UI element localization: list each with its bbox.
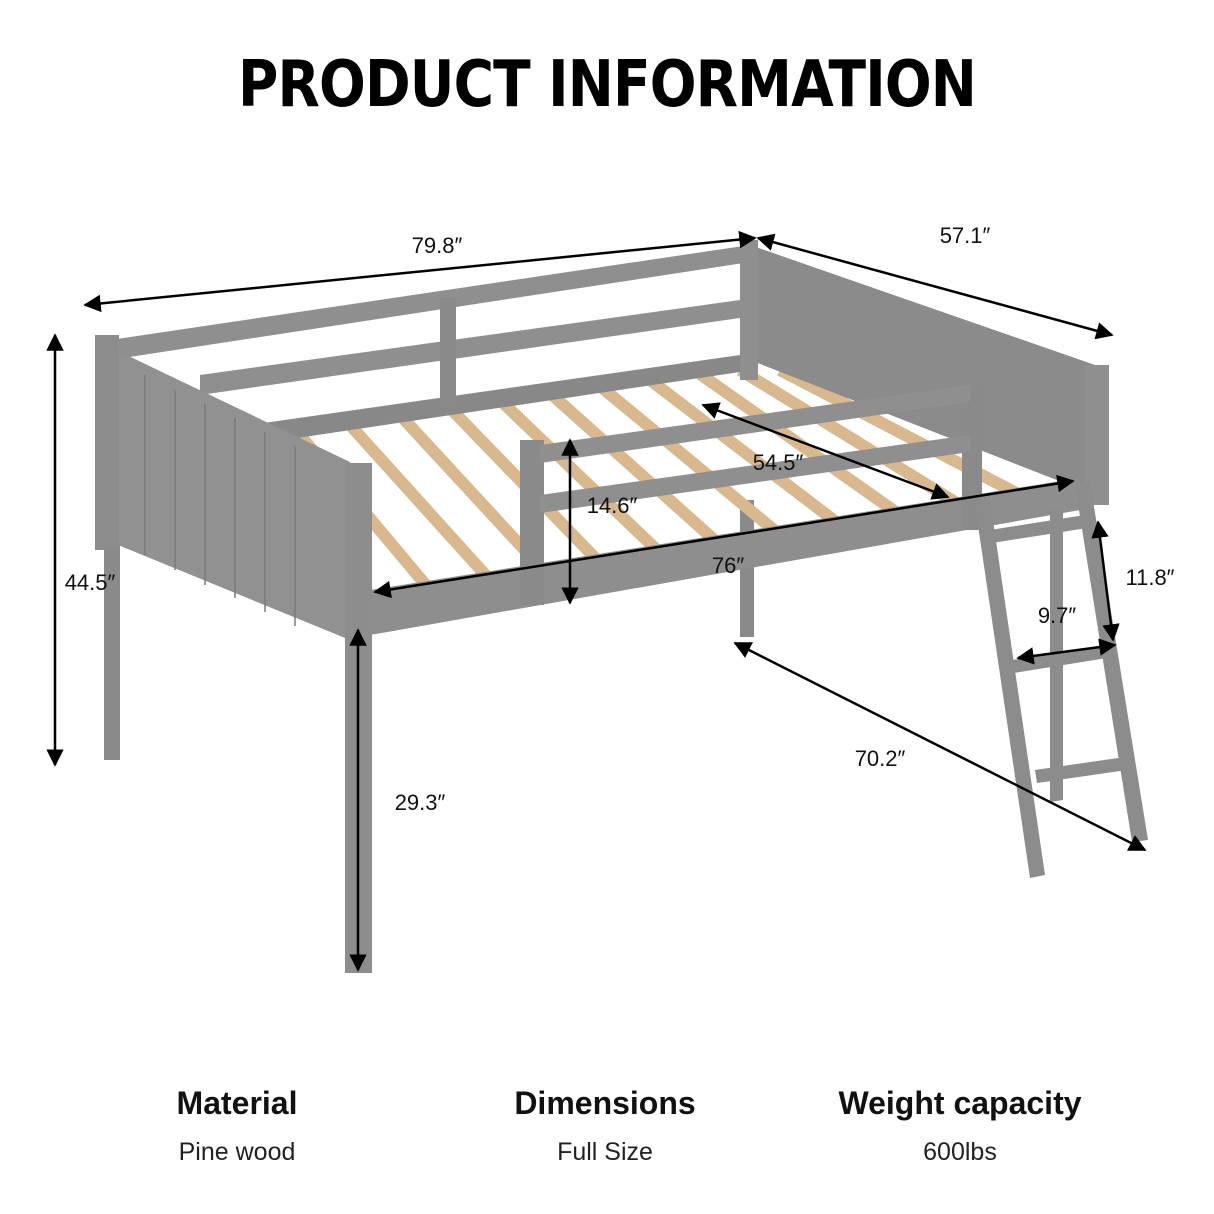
- label-overall-width: 57.1″: [940, 223, 991, 248]
- label-mattress-length: 76″: [712, 553, 744, 578]
- arrow-ladder-opening: [733, 641, 1147, 852]
- label-overall-length: 79.8″: [412, 233, 463, 258]
- spec-label: Weight capacity: [838, 1085, 1082, 1121]
- bed-illustration: [95, 240, 1148, 973]
- dimension-arrows: [46, 230, 1147, 972]
- label-ladder-opening: 70.2″: [855, 746, 906, 771]
- spec-value: Full Size: [557, 1138, 653, 1166]
- arrow-overall-length: [83, 230, 757, 313]
- spec-dimensions: Dimensions Full Size: [455, 1085, 755, 1167]
- guardrail: [520, 440, 544, 605]
- arrow-mattress-length: [373, 474, 1075, 599]
- arrow-overall-width: [756, 233, 1114, 340]
- spec-value: 600lbs: [923, 1138, 997, 1166]
- ladder: [975, 482, 1148, 878]
- spec-label: Dimensions: [514, 1085, 696, 1121]
- arrow-ladder-spacing: [1091, 520, 1120, 642]
- label-ladder-step-width: 9.7″: [1038, 603, 1077, 628]
- spec-weight-capacity: Weight capacity 600lbs: [810, 1085, 1110, 1167]
- page-title: PRODUCT INFORMATION: [238, 48, 977, 122]
- label-guardrail-height: 14.6″: [587, 493, 638, 518]
- front-left-leg: [104, 540, 120, 760]
- spec-value: Pine wood: [178, 1138, 296, 1166]
- label-ladder-spacing: 11.8″: [1126, 565, 1175, 590]
- spec-label: Material: [176, 1085, 298, 1121]
- spec-material: Material Pine wood: [87, 1085, 387, 1167]
- label-clearance: 29.3″: [395, 790, 446, 815]
- foot-panel: [95, 340, 350, 640]
- dimension-labels: 79.8″ 57.1″ 44.5″ 54.5″ 14.6″ 76″ 11.8″ …: [65, 223, 1175, 815]
- label-overall-height: 44.5″: [65, 570, 116, 595]
- label-mattress-width: 54.5″: [753, 450, 804, 475]
